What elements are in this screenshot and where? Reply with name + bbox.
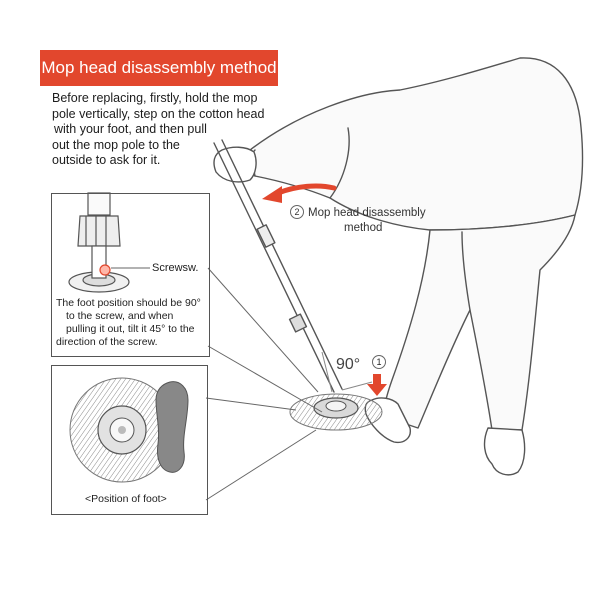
- foot-position-text: The foot position should be 90° to the s…: [56, 297, 208, 349]
- screw-label: Screwsw.: [152, 262, 199, 274]
- foot-icon: [155, 381, 189, 473]
- person-right-shoe: [483, 427, 526, 476]
- foot-text-line: pulling it out, tilt it 45° to the: [66, 323, 195, 335]
- foot-text-line: The foot position should be 90°: [56, 297, 201, 309]
- title-banner: Mop head disassembly method: [40, 50, 278, 86]
- intro-line: Before replacing, firstly, hold the mop: [52, 91, 258, 105]
- intro-line: with your foot, and then pull: [54, 122, 207, 136]
- foot-detail-drawing: [69, 377, 189, 483]
- arrow-down-icon: [367, 374, 387, 396]
- foot-text-line: to the screw, and when: [66, 310, 174, 322]
- intro-text: Before replacing, firstly, hold the mop …: [52, 91, 282, 169]
- callout-lines: [205, 267, 323, 501]
- intro-line: out the mop pole to the: [52, 137, 180, 152]
- arrow-curved-icon: [262, 183, 337, 203]
- foot-position-caption: <Position of foot>: [85, 493, 167, 505]
- angle-label: 90°: [336, 356, 361, 373]
- step1-number: 1: [372, 355, 386, 369]
- step2-number: 2: [290, 205, 304, 219]
- step2-line2: method: [344, 222, 383, 234]
- intro-line: pole vertically, step on the cotton head: [52, 106, 265, 121]
- person-hand: [213, 146, 257, 183]
- foot-text-line: direction of the screw.: [56, 336, 158, 348]
- mop-pole: [213, 139, 343, 393]
- screw-detail-drawing: [68, 192, 150, 293]
- foot-detail-box: [51, 365, 208, 515]
- intro-line: outside to ask for it.: [52, 153, 161, 167]
- step2-label: 2 Mop head disassembly method: [290, 205, 426, 236]
- screw-detail-box: [51, 193, 210, 357]
- step2-line1: Mop head disassembly: [308, 207, 426, 219]
- mop-head: [289, 393, 383, 431]
- person-trousers: [384, 214, 576, 431]
